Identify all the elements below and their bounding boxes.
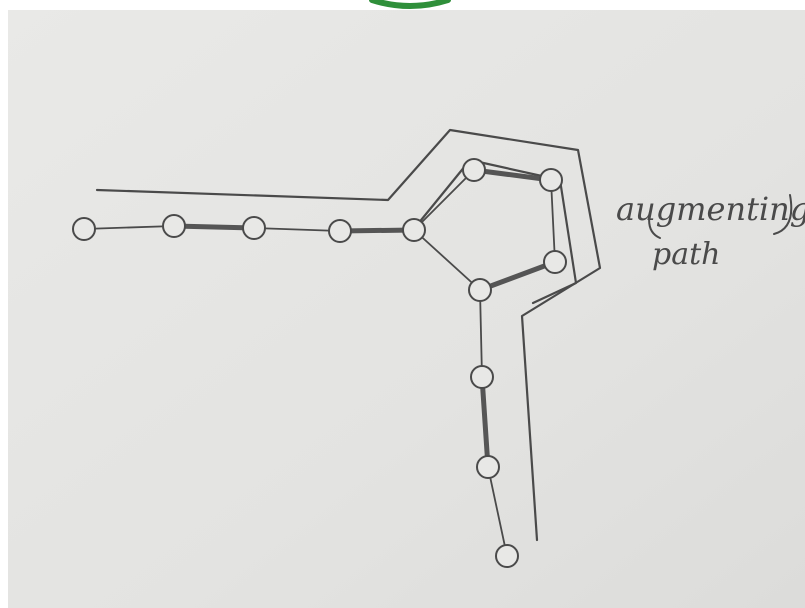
matched-edge-n2-n3 <box>171 223 257 231</box>
graph-node-n1 <box>72 217 96 241</box>
green-mark <box>369 0 451 9</box>
matched-edge-n4-n5 <box>337 227 417 234</box>
graph-node-n6 <box>462 158 486 182</box>
graph-node-n5 <box>402 218 426 242</box>
unmatched-edge-n9-n5 <box>413 229 481 291</box>
unmatched-edge-n5-n6 <box>413 169 475 231</box>
graph-edges <box>83 167 558 557</box>
unmatched-edge-n1-n2 <box>83 225 175 230</box>
graph-node-n11 <box>476 455 500 479</box>
outline-top-curve <box>95 128 602 542</box>
unmatched-edge-n9-n10 <box>479 289 483 378</box>
graph-node-n9 <box>468 278 492 302</box>
annotation-path: path <box>652 237 720 272</box>
matched-edge-n10-n11 <box>479 374 491 470</box>
graph-node-n12 <box>495 544 519 568</box>
matched-edge-n6-n7 <box>471 167 554 183</box>
annotation-augmenting: augmenting <box>616 190 805 228</box>
graph-node-n2 <box>162 214 186 238</box>
annotation-bracket <box>648 194 793 239</box>
unmatched-edge-n3-n4 <box>253 227 341 232</box>
matched-edge-n8-n9 <box>477 259 558 293</box>
graph-node-n8 <box>543 250 567 274</box>
graph-node-n7 <box>539 168 563 192</box>
graph-nodes <box>72 158 567 568</box>
unmatched-edge-n7-n8 <box>550 179 556 263</box>
graph-node-n10 <box>470 365 494 389</box>
graph-node-n4 <box>328 219 352 243</box>
unmatched-edge-n11-n12 <box>487 466 508 557</box>
paper-sheet <box>8 10 805 608</box>
graph-node-n3 <box>242 216 266 240</box>
